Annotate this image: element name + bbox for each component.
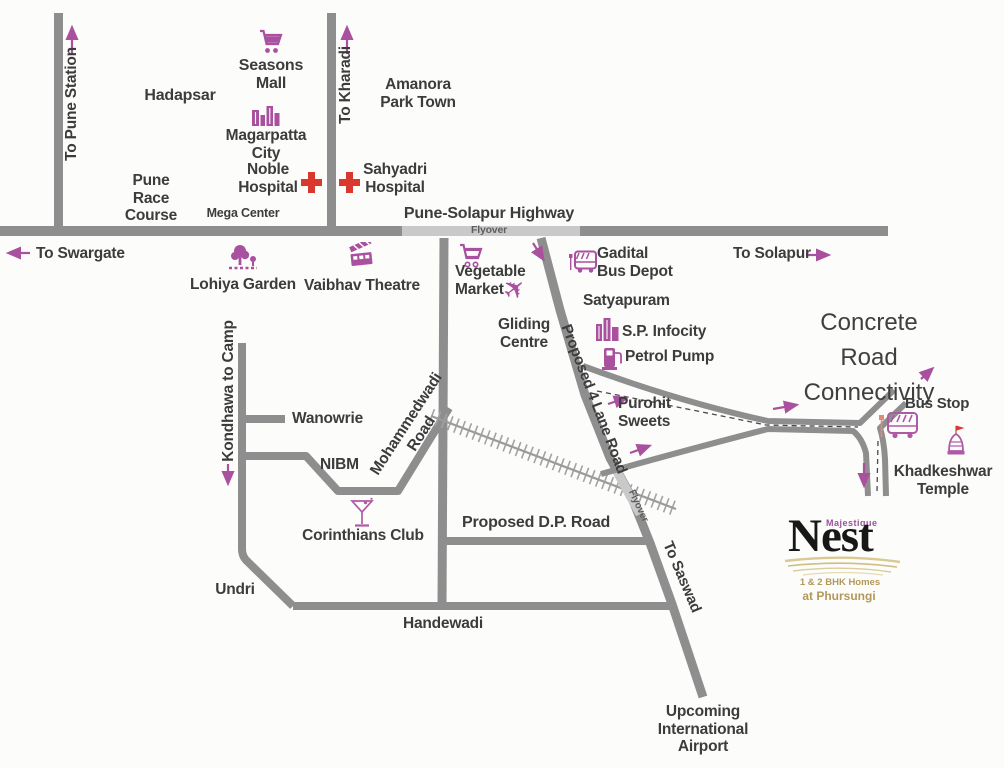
label-upcoming-airport: Upcoming International Airport	[657, 703, 749, 756]
logo-name-nest: Nest	[788, 510, 874, 562]
label-gadital-bus-depot: Gadital Bus Depot	[597, 245, 673, 280]
petrol-pump-icon	[602, 345, 624, 371]
label-to-kharadi: To Kharadi	[337, 46, 355, 124]
corinthians-martini-icon	[349, 497, 377, 531]
concrete-road-loop	[581, 363, 909, 497]
label-lohiya-garden: Lohiya Garden	[190, 276, 296, 293]
magarpatta-buildings-icon	[251, 103, 282, 127]
label-vegetable-market: Vegetable Market	[455, 263, 526, 298]
noble-hospital-cross-icon	[301, 172, 322, 193]
road-nibm-mohammedwadi	[242, 405, 453, 495]
loop-center-dashes	[596, 390, 879, 493]
seasons-mall-cart-icon	[256, 28, 284, 55]
label-to-swargate: To Swargate	[36, 245, 125, 262]
label-concrete-road-connectivity: Concrete Road Connectivity	[803, 309, 935, 406]
label-kondhawa-to-camp: Kondhawa to Camp	[220, 320, 238, 462]
label-mega-center: Mega Center	[206, 206, 280, 220]
label-pune-race-course: Pune Race Course	[124, 172, 178, 225]
label-corinthians-club: Corinthians Club	[302, 527, 424, 544]
label-nibm: NIBM	[320, 456, 359, 473]
label-magarpatta-city: Magarpatta City	[225, 127, 307, 162]
label-wanowrie: Wanowrie	[292, 410, 364, 427]
label-seasons-mall: Seasons Mall	[238, 57, 304, 93]
logo-brand-majestique: Majestique	[826, 518, 878, 528]
label-handewadi: Handewadi	[402, 615, 484, 632]
railway-line	[428, 408, 679, 517]
road-to-pune-station	[54, 13, 63, 228]
hospital-cross-icons	[301, 172, 360, 193]
label-sp-infocity: S.P. Infocity	[622, 323, 707, 340]
label-petrol-pump: Petrol Pump	[625, 348, 715, 365]
label-pune-solapur-highway: Pune-Solapur Highway	[403, 205, 575, 222]
label-bus-stop: Bus Stop	[905, 395, 970, 412]
label-to-pune-station: To Pune Station	[63, 47, 81, 161]
label-flyover-highway: Flyover	[471, 224, 507, 237]
label-sahyadri-hospital: Sahyadri Hospital	[363, 161, 427, 196]
vaibhav-theatre-clapperboard-icon	[348, 238, 376, 270]
label-gliding-centre: Gliding Centre	[498, 316, 550, 351]
label-amanora-park-town: Amanora Park Town	[380, 76, 456, 111]
road-to-kharadi	[327, 13, 336, 228]
label-undri: Undri	[215, 581, 255, 598]
logo-tagline: 1 & 2 BHK Homes	[799, 577, 881, 588]
label-khadkeshwar-temple: Khadkeshwar Temple	[893, 463, 993, 498]
gadital-bus-icon	[567, 249, 598, 274]
label-purohit-sweets: Purohit Sweets	[618, 395, 671, 430]
khadkeshwar-temple-icon	[943, 423, 971, 460]
bus-stop-bus-icon	[878, 411, 920, 443]
sp-infocity-buildings-icon	[595, 315, 620, 342]
sahyadri-hospital-cross-icon	[339, 172, 360, 193]
label-satyapuram: Satyapuram	[583, 292, 670, 309]
label-to-solapur: To Solapur	[733, 245, 811, 262]
logo-location: at Phursungi	[802, 589, 876, 603]
label-hadapsar: Hadapsar	[144, 87, 216, 104]
label-vaibhav-theatre: Vaibhav Theatre	[304, 277, 420, 294]
lohiya-garden-tree-icon	[227, 243, 259, 273]
flyover-rail-segment	[611, 465, 644, 517]
label-proposed-dp-road: Proposed D.P. Road	[462, 514, 611, 531]
road-kondhawa-undri	[238, 343, 296, 609]
direction-arrows	[5, 24, 935, 489]
vegetable-market-cart-icon	[456, 242, 484, 269]
label-noble-hospital: Noble Hospital	[238, 161, 298, 196]
flyover-highway-segment	[402, 226, 580, 236]
logo-nest-swash	[783, 552, 903, 578]
